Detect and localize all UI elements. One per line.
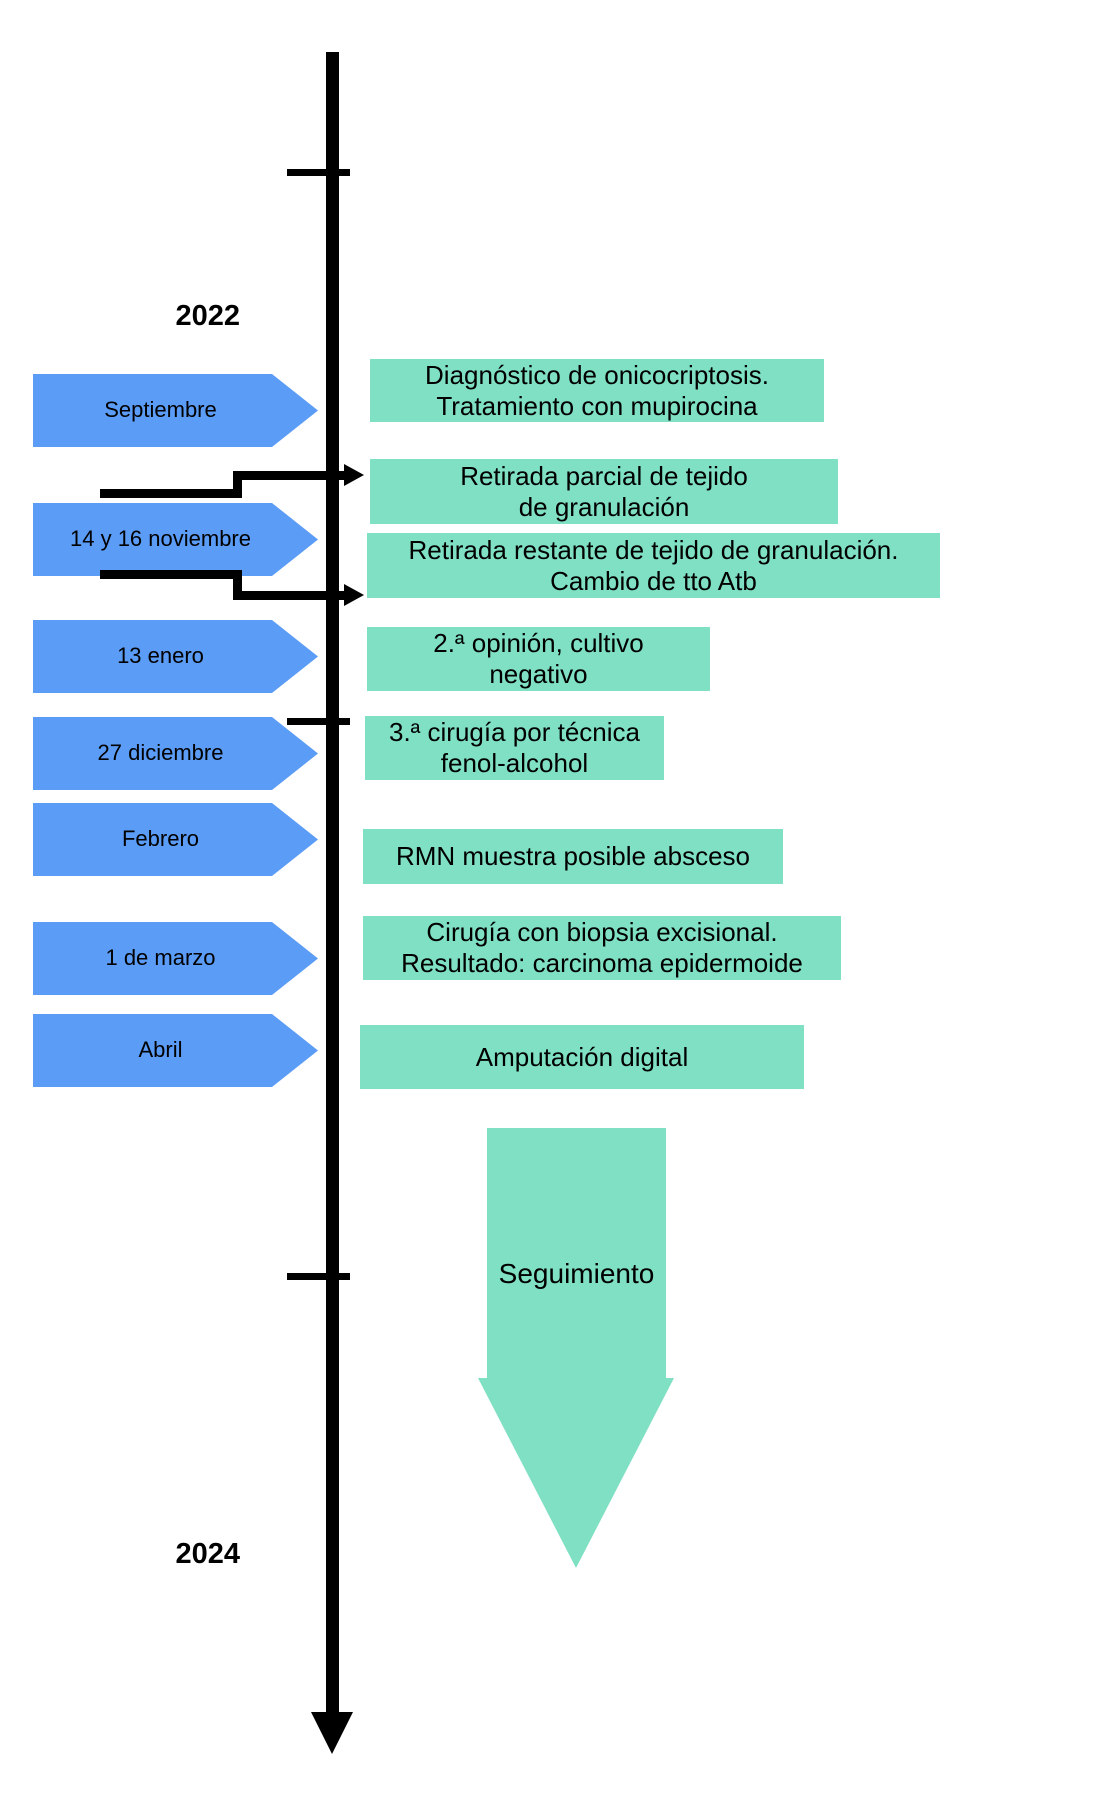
connector-noviembre-lower-arrowhead — [344, 584, 364, 606]
connector-noviembre-upper-vertical — [233, 471, 242, 498]
date-chevron-1-de-marzo[interactable]: 1 de marzo — [33, 922, 318, 995]
date-chevron-febrero[interactable]: Febrero — [33, 803, 318, 876]
date-chevron-noviembre[interactable]: 14 y 16 noviembre — [33, 503, 318, 576]
connector-noviembre-upper-arrow-line — [233, 471, 341, 480]
year-label-2022: 2022 — [175, 300, 240, 332]
year-label-2024: 2024 — [175, 1538, 240, 1570]
connector-noviembre-upper-horizontal — [100, 489, 242, 498]
event-box-rmn[interactable]: RMN muestra posible absceso — [363, 829, 783, 884]
date-chevron-label: 13 enero — [117, 643, 204, 669]
date-chevron-septiembre[interactable]: Septiembre — [33, 374, 318, 447]
connector-noviembre-lower-arrow-line — [233, 591, 350, 600]
connector-noviembre-upper-arrowhead — [344, 464, 364, 486]
date-chevron-label: 14 y 16 noviembre — [70, 526, 251, 552]
date-chevron-label: 27 diciembre — [97, 740, 224, 766]
event-box-retirada-parcial[interactable]: Retirada parcial de tejido de granulació… — [370, 459, 838, 524]
timeline-arrowhead — [311, 1712, 353, 1754]
axis-tick-top — [287, 169, 350, 176]
axis-tick-bottom — [287, 1273, 350, 1280]
event-box-cirugia-biopsia[interactable]: Cirugía con biopsia excisional. Resultad… — [363, 916, 841, 980]
event-box-tercera-cirugia[interactable]: 3.ª cirugía por técnica fenol-alcohol — [365, 716, 664, 780]
date-chevron-27-diciembre[interactable]: 27 diciembre — [33, 717, 318, 790]
event-box-amputacion[interactable]: Amputación digital — [360, 1025, 804, 1089]
date-chevron-label: Septiembre — [104, 397, 217, 423]
date-chevron-label: 1 de marzo — [105, 945, 216, 971]
event-box-diagnostico[interactable]: Diagnóstico de onicocriptosis. Tratamien… — [370, 359, 824, 422]
seguimiento-arrow-head — [478, 1378, 674, 1568]
date-chevron-13-enero[interactable]: 13 enero — [33, 620, 318, 693]
axis-tick-enero — [287, 718, 350, 725]
date-chevron-label: Abril — [138, 1037, 183, 1063]
event-box-retirada-restante[interactable]: Retirada restante de tejido de granulaci… — [367, 533, 940, 598]
seguimiento-label: Seguimiento — [498, 1258, 655, 1289]
event-box-segunda-opinion[interactable]: 2.ª opinión, cultivo negativo — [367, 627, 710, 691]
timeline-axis — [326, 52, 339, 1720]
seguimiento-arrow-shaft — [487, 1128, 666, 1380]
connector-noviembre-lower-vertical — [233, 570, 242, 598]
connector-noviembre-upper-arrow-line2 — [326, 471, 350, 480]
date-chevron-abril[interactable]: Abril — [33, 1014, 318, 1087]
connector-noviembre-lower-horizontal — [100, 570, 242, 579]
date-chevron-label: Febrero — [121, 826, 200, 852]
